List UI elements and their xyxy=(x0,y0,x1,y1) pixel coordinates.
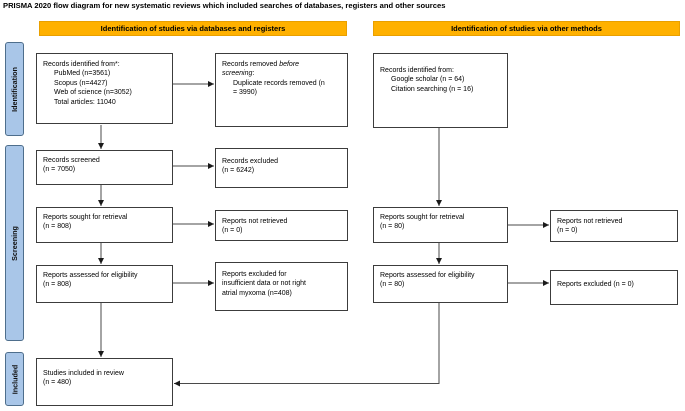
box-reports-assessed-databases: Reports assessed for eligibility(n = 808… xyxy=(36,265,173,303)
box-reports-not-retrieved-databases: Reports not retrieved(n = 0) xyxy=(215,210,348,241)
box-reports-not-retrieved-other: Reports not retrieved(n = 0) xyxy=(550,210,678,242)
stage-screening: Screening xyxy=(5,145,24,341)
box-records-screened: Records screened(n = 7050) xyxy=(36,150,173,185)
stage-included: Included xyxy=(5,352,24,406)
box-reports-sought-databases: Reports sought for retrieval(n = 808) xyxy=(36,207,173,243)
header-databases-registers: Identification of studies via databases … xyxy=(39,21,347,36)
box-studies-included: Studies included in review(n = 480) xyxy=(36,358,173,406)
box-records-excluded: Records excluded(n = 6242) xyxy=(215,148,348,188)
box-records-identified-other-methods: Records identified from:Google scholar (… xyxy=(373,53,508,128)
box-reports-assessed-other: Reports assessed for eligibility(n = 80) xyxy=(373,265,508,303)
box-records-identified-databases: Records identified from*:PubMed (n=3561)… xyxy=(36,53,173,124)
stage-screening-label: Screening xyxy=(10,225,20,261)
diagram-title: PRISMA 2020 flow diagram for new systema… xyxy=(3,1,446,10)
stage-identification-label: Identification xyxy=(10,66,20,112)
box-reports-sought-other: Reports sought for retrieval(n = 80) xyxy=(373,207,508,243)
stage-identification: Identification xyxy=(5,42,24,136)
stage-included-label: Included xyxy=(10,364,19,394)
arrow-assessed-other-to-included xyxy=(174,303,440,387)
box-reports-excluded-other: Reports excluded (n = 0) xyxy=(550,270,678,305)
header-other-methods: Identification of studies via other meth… xyxy=(373,21,680,36)
